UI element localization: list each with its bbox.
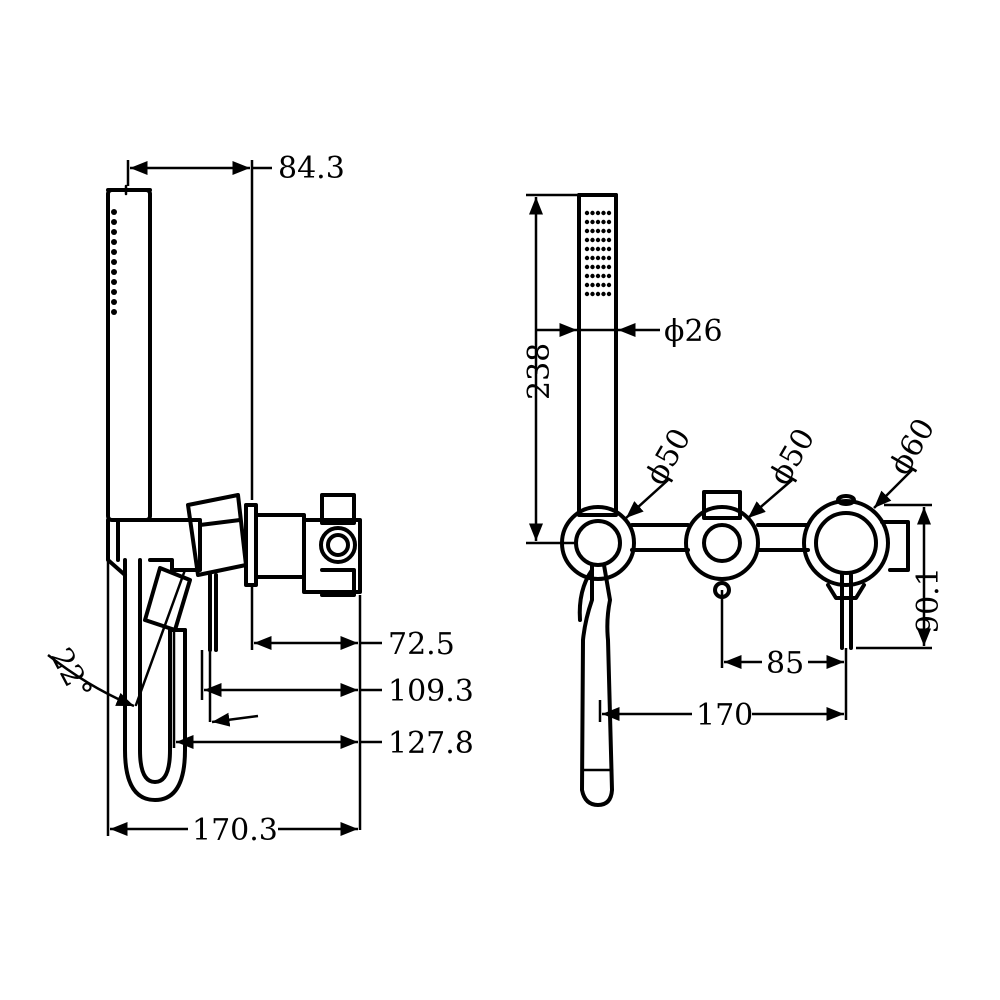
front-bar <box>630 520 910 572</box>
spray-nozzle-dot <box>590 246 595 252</box>
side-body <box>244 493 362 597</box>
spray-nozzle-dot <box>590 255 595 261</box>
spray-nozzle-dot <box>606 219 612 225</box>
spray-nozzle-dot <box>595 291 601 297</box>
dim-right-diameter: ϕ60 <box>873 413 943 509</box>
spray-nozzle-dot <box>584 264 590 270</box>
label-phi-50-left: ϕ50 <box>639 423 699 491</box>
label-109-3: 109.3 <box>388 674 474 709</box>
spray-nozzle-dot <box>601 246 606 252</box>
side-holder <box>138 493 248 652</box>
label-phi-26: ϕ26 <box>664 314 723 349</box>
label-72-5: 72.5 <box>388 627 455 662</box>
side-hose <box>123 558 187 802</box>
label-170: 170 <box>696 698 753 733</box>
spray-nozzle-dot <box>601 273 606 279</box>
spray-nozzle-dot <box>584 246 590 252</box>
front-left-body <box>560 505 636 807</box>
spray-nozzle-dot <box>590 282 595 288</box>
spray-nozzle-dot <box>590 264 595 270</box>
label-84-3: 84.3 <box>278 151 345 186</box>
label-238: 238 <box>522 343 557 400</box>
dim-center-spacing: 85 <box>724 646 848 720</box>
spray-nozzle-dot <box>590 273 595 279</box>
spray-nozzle-dot <box>601 219 606 225</box>
label-127-8: 127.8 <box>388 726 474 761</box>
spray-nozzle-dot <box>584 237 590 243</box>
dim-overall-spacing: 170 <box>598 698 844 733</box>
spray-nozzle-dot <box>601 237 606 243</box>
spray-nozzle-dot <box>606 255 612 261</box>
spray-face-grid <box>584 210 612 297</box>
dim-spout-projection: 72.5 <box>250 585 455 830</box>
dim-handset-length: 238 <box>522 193 586 545</box>
spray-nozzle-dot <box>590 228 595 234</box>
spray-nozzle-dot <box>606 246 612 252</box>
label-phi-50-middle: ϕ50 <box>763 423 823 491</box>
spray-nozzle-dot <box>595 210 601 216</box>
spray-nozzle-dot <box>590 237 595 243</box>
spray-nozzle-dot <box>584 291 590 297</box>
label-phi-60: ϕ60 <box>883 413 943 481</box>
dim-right-height: 90.1 <box>856 503 946 650</box>
spray-nozzle-dot <box>595 255 601 261</box>
spray-nozzle-dot <box>601 210 606 216</box>
spray-nozzle-dot <box>584 228 590 234</box>
spray-nozzle-dot <box>584 255 590 261</box>
front-right-body <box>802 494 890 650</box>
dim-middle-diameter: ϕ50 <box>747 423 823 519</box>
spray-nozzle-dot <box>606 273 612 279</box>
spray-nozzle-dot <box>601 228 606 234</box>
label-85: 85 <box>766 646 804 681</box>
label-22-deg: 22° <box>43 642 99 705</box>
dim-holder-projection: 127.8 <box>172 632 474 761</box>
spray-nozzle-dot <box>606 228 612 234</box>
front-handset <box>577 193 618 517</box>
spray-nozzle-dot <box>590 291 595 297</box>
label-170-3: 170.3 <box>192 813 278 848</box>
dim-handset-offset: 84.3 <box>126 151 345 500</box>
spray-nozzle-dot <box>606 282 612 288</box>
spray-nozzle-dot <box>601 255 606 261</box>
spray-nozzle-dot <box>584 219 590 225</box>
dim-overall-depth: 170.3 <box>106 560 358 848</box>
side-handset <box>106 184 152 577</box>
spray-nozzle-dot <box>595 273 601 279</box>
spray-nozzles <box>111 209 117 315</box>
spray-nozzle-dot <box>601 264 606 270</box>
label-90-1: 90.1 <box>911 567 946 634</box>
spray-nozzle-dot <box>590 219 595 225</box>
spray-nozzle-dot <box>595 237 601 243</box>
spray-nozzle-dot <box>584 210 590 216</box>
dim-handle-projection: 109.3 <box>200 650 474 727</box>
spray-nozzle-dot <box>601 282 606 288</box>
spray-nozzle-dot <box>595 228 601 234</box>
front-middle-body <box>684 490 760 668</box>
spray-nozzle-dot <box>595 246 601 252</box>
spray-nozzle-dot <box>595 282 601 288</box>
dim-tilt-angle: 22° <box>43 568 187 708</box>
side-view: 84.3 72.5 109.3 127.8 <box>43 151 474 848</box>
spray-nozzle-dot <box>595 219 601 225</box>
spray-nozzle-dot <box>606 210 612 216</box>
spray-nozzle-dot <box>595 264 601 270</box>
spray-nozzle-dot <box>606 264 612 270</box>
spray-nozzle-dot <box>606 291 612 297</box>
dim-left-diameter: ϕ50 <box>625 423 699 519</box>
spray-nozzle-dot <box>584 273 590 279</box>
spray-nozzle-dot <box>584 282 590 288</box>
spray-nozzle-dot <box>601 291 606 297</box>
dim-handset-diameter: ϕ26 <box>536 314 723 349</box>
front-view: 238 ϕ26 ϕ50 ϕ50 ϕ60 90.1 <box>522 193 946 807</box>
spray-nozzle-dot <box>590 210 595 216</box>
spray-nozzle-dot <box>606 237 612 243</box>
